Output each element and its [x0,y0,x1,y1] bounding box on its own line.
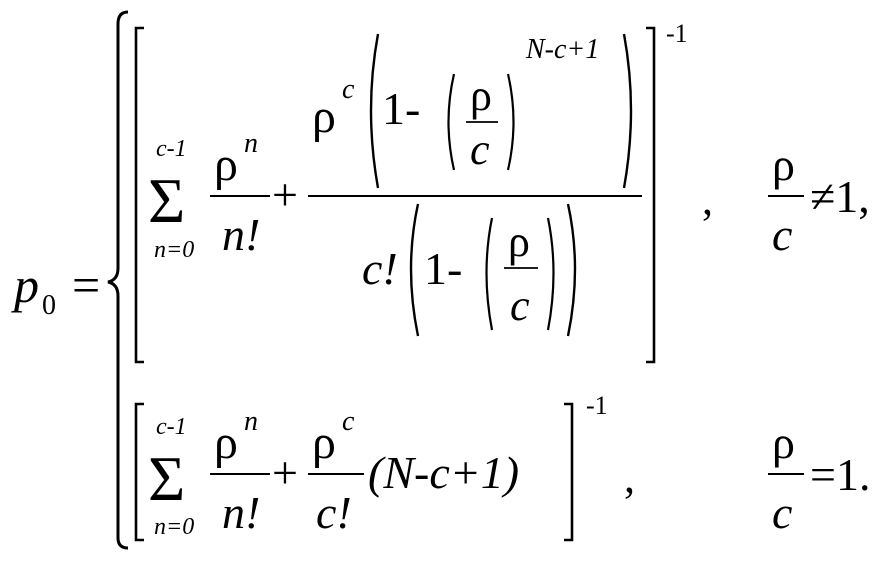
case1-den-right-paren [566,203,577,337]
case1-inner-right-paren [506,73,515,171]
case1-num-rho: ρ [312,90,336,143]
case2-rho-c: ρ [312,416,336,469]
case1-den-one-minus: 1- [424,243,462,294]
case1-den-cfact: c! [362,243,398,294]
case1-num-rho-exp: c [342,74,355,105]
case2-sum-upper: c-1 [156,414,187,440]
case1-den-rho: ρ [508,217,530,266]
case1-den-left-paren [409,203,420,337]
case2-comma: , [624,453,635,502]
case2-rho-c-exp: c [342,406,355,437]
lhs-symbol: p [11,257,39,313]
case1-comma: , [702,175,713,224]
case2-cond-rho: ρ [772,417,795,468]
case1-den-c: c [510,281,530,330]
case2-sum-lower: n=0 [154,514,194,540]
case2-rho-exp: n [244,406,258,437]
case1-cond-c: c [772,209,792,260]
case1-rho: ρ [214,138,238,191]
case2-cfact: c! [316,487,352,538]
case1-sum-upper: c-1 [156,136,187,162]
case1-sum-lower: n=0 [154,237,194,263]
lhs-equals: = [72,257,100,313]
case1-rho-exp: n [244,128,258,159]
lhs-subscript: 0 [42,290,56,321]
case1-num-right-paren [622,33,633,189]
case2-right-bracket [564,402,574,542]
case1-outer-exp: N-c+1 [525,34,599,65]
case1-num-one-minus: 1- [382,83,420,134]
case1-right-bracket [646,26,656,364]
case1-plus: + [272,169,298,220]
case2-nfact: n! [222,487,260,538]
case1-cond-rho: ρ [772,139,795,190]
case1-sigma: Σ [148,165,185,236]
case1-cond-rel: ≠1, [810,171,870,222]
case1-den-inner-right-paren [546,217,555,331]
case1-inner-left-paren [447,73,456,171]
case1-bracket-exponent: -1 [666,19,688,48]
case2-cond-c: c [772,487,792,538]
case2-left-bracket [134,402,144,542]
case2-rho: ρ [214,416,238,469]
case2-sigma: Σ [148,443,185,514]
case2-paren-expr: (N-c+1) [368,447,519,498]
case1-num-left-paren [369,33,380,189]
case1-nfact: n! [222,209,260,260]
case2-plus: + [272,447,298,498]
case1-den-inner-left-paren [485,217,494,331]
piecewise-brace [107,10,129,550]
case2-cond-rel: =1. [810,449,870,500]
case1-left-bracket [134,26,144,364]
case1-inner-c: c [470,125,490,174]
case2-bracket-exponent: -1 [586,391,608,420]
case1-inner-rho: ρ [470,71,492,120]
